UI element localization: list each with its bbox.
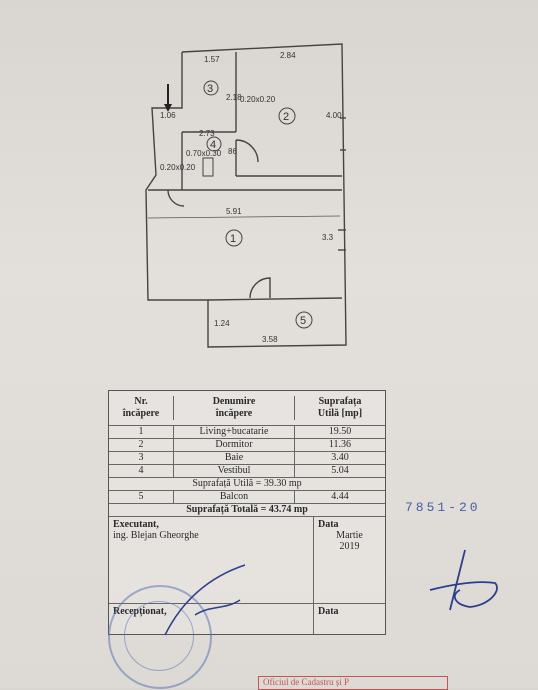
header-area: Suprafața xyxy=(318,396,362,407)
room-number-2: 2 xyxy=(283,111,289,123)
dim-small-column: 0.20x0.20 xyxy=(160,163,196,172)
dim-hall-width: 1.06 xyxy=(160,111,176,120)
signature-right xyxy=(429,549,498,611)
dim-bath-width: 1.57 xyxy=(204,55,220,64)
dim-living-height: 3.3 xyxy=(322,233,334,242)
floor-plan: 1.57 2.84 2.18 1.06 2.73 0.20x0.20 4.00 … xyxy=(145,43,347,348)
dim-balcony-width: 3.58 xyxy=(262,335,278,344)
executant-name: ing. Blejan Gheorghe xyxy=(113,530,199,541)
dim-door: 86 xyxy=(228,147,237,156)
executant-label: Executant, xyxy=(113,519,159,530)
floor-plan-drawing: 1.57 2.84 2.18 1.06 2.73 0.20x0.20 4.00 … xyxy=(145,43,347,348)
useful-total-row: Suprafață Utilă = 39.30 mp xyxy=(109,478,385,491)
useful-total: Suprafață Utilă = 39.30 mp xyxy=(192,478,302,489)
dim-bedroom-width: 2.84 xyxy=(280,51,296,60)
header-nr-sub: încăpere xyxy=(122,408,160,419)
dim-column: 0.20x0.20 xyxy=(240,95,276,104)
dim-vestibule-width: 2.73 xyxy=(199,129,215,138)
date-month: Martie xyxy=(336,530,363,541)
room-number-3: 3 xyxy=(207,83,213,95)
grand-total-row: Suprafață Totală = 43.74 mp xyxy=(109,504,385,517)
signature-executant xyxy=(164,564,246,636)
table-row: 2 Dormitor 11.36 xyxy=(109,439,385,452)
header-area-sub: Utilă [mp] xyxy=(317,408,363,419)
room-number-1: 1 xyxy=(230,233,236,245)
table-row: 3 Baie 3.40 xyxy=(109,452,385,465)
balcony-row: 5 Balcon 4.44 xyxy=(109,491,385,504)
table-header: Nr. încăpere Denumire încăpere Suprafața… xyxy=(109,391,385,426)
grand-total: Suprafață Totală = 43.74 mp xyxy=(186,504,308,515)
header-name-sub: încăpere xyxy=(215,408,253,419)
date-label: Data xyxy=(318,519,339,530)
dim-duct: 0.70x0.30 xyxy=(186,149,222,158)
header-nr: Nr. xyxy=(134,396,148,407)
dim-bath-height: 2.18 xyxy=(226,93,242,102)
dim-balcony-height: 1.24 xyxy=(214,319,230,328)
dim-bedroom-height: 4.00 xyxy=(326,111,342,120)
room-number-4: 4 xyxy=(210,139,216,151)
dim-living-width: 5.91 xyxy=(226,207,242,216)
header-name: Denumire xyxy=(212,396,256,407)
registration-number: 7851-20 xyxy=(405,500,481,515)
date-year: 2019 xyxy=(339,541,360,552)
table-row: 4 Vestibul 5.04 xyxy=(109,465,385,478)
date-label-2: Data xyxy=(318,606,339,617)
table-row: 1 Living+bucatarie 19.50 xyxy=(109,426,385,439)
room-number-5: 5 xyxy=(300,315,306,327)
executant-section: Executant, ing. Blejan Gheorghe Data Mar… xyxy=(109,517,385,604)
